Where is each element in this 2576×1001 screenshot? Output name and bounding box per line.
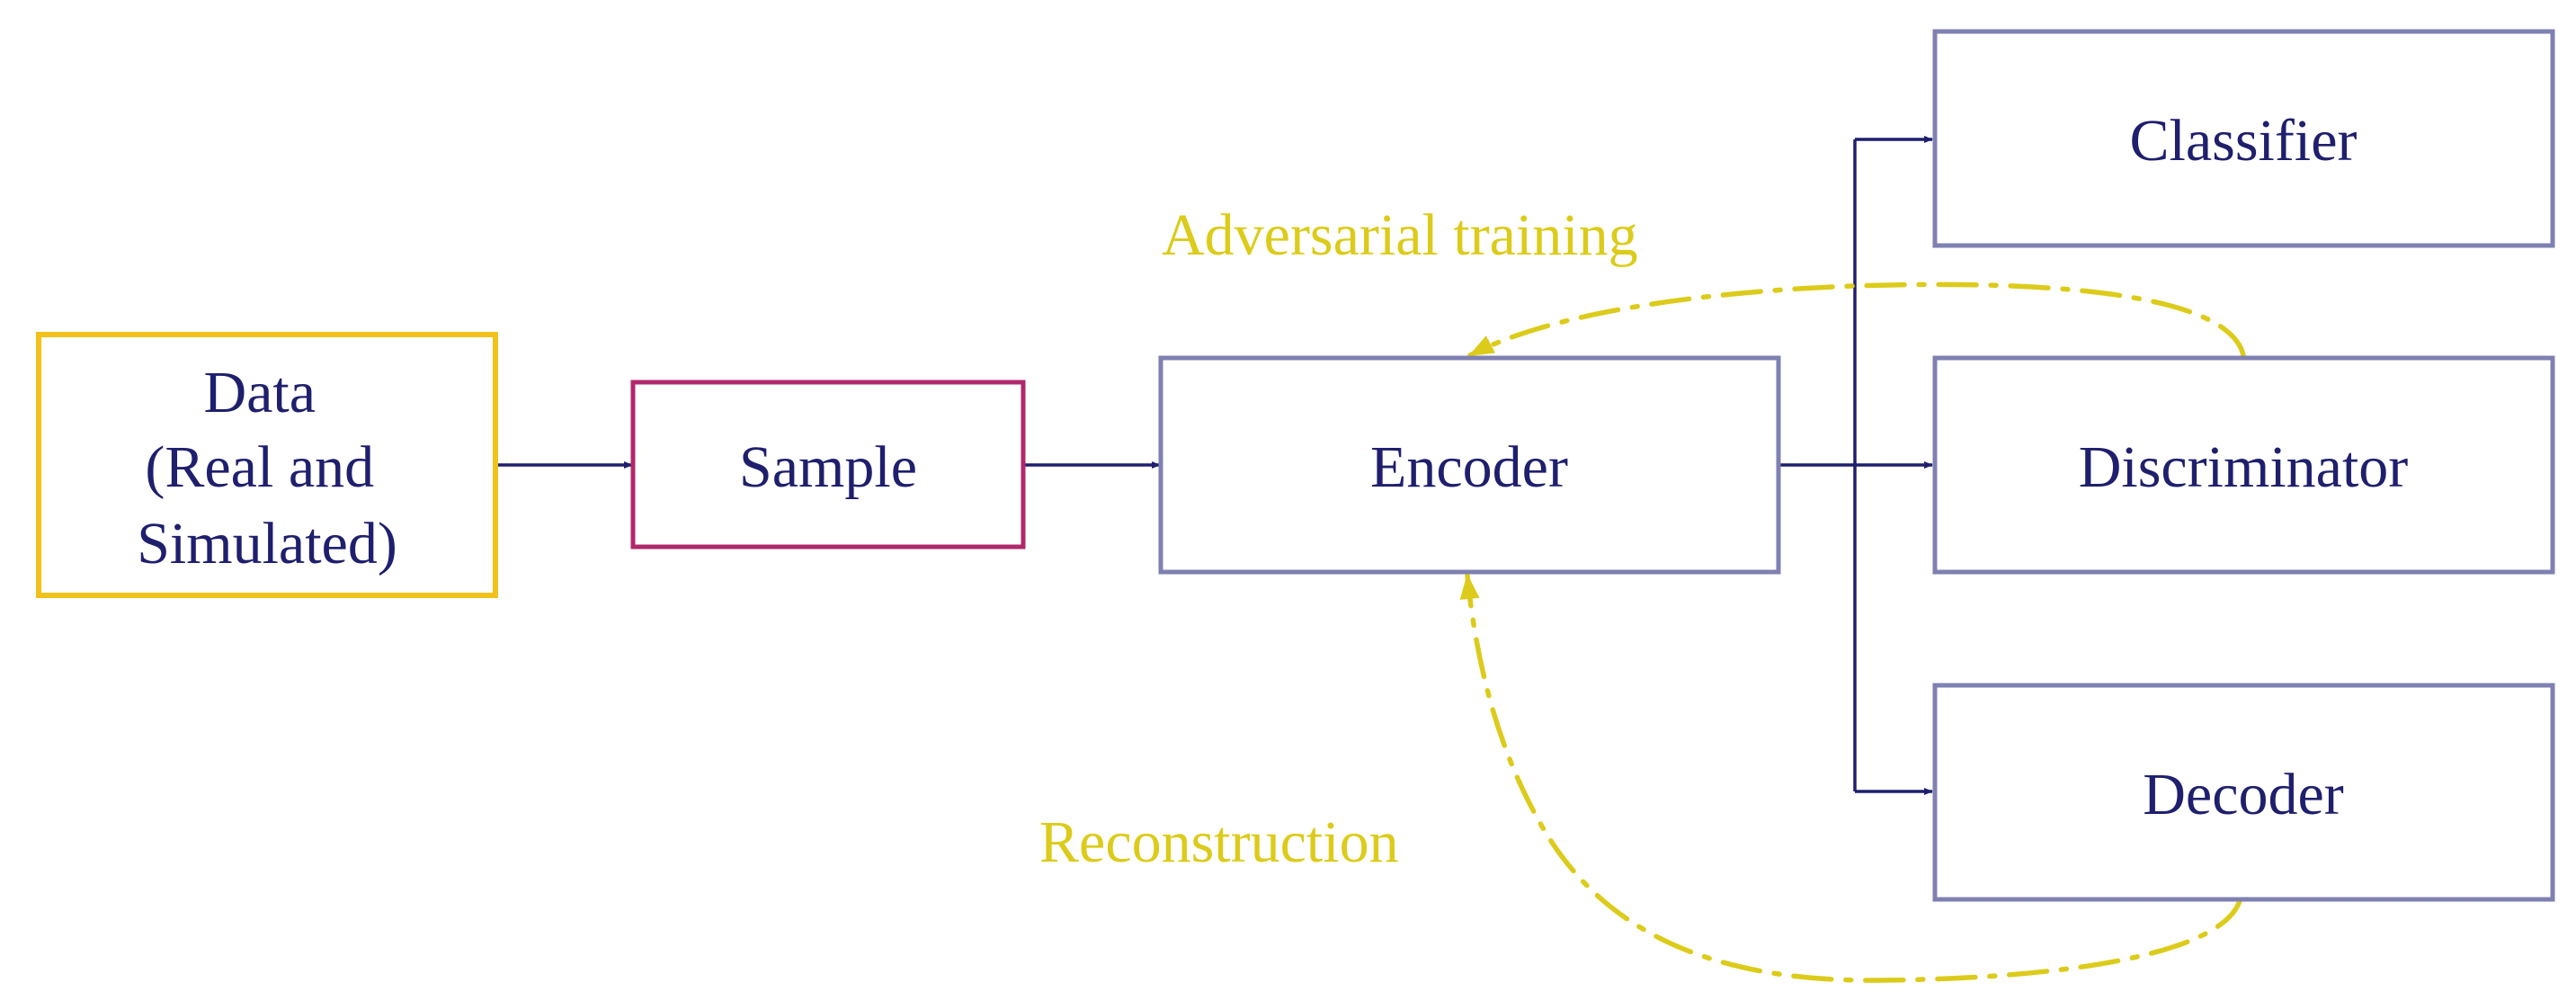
encoder-node: Encoder: [1158, 355, 1781, 575]
nodes: Data (Real and Simulated) Sample Encoder…: [36, 29, 2555, 902]
edges: [497, 136, 1933, 795]
data-label-line-2: (Real and: [145, 434, 374, 500]
data-label: Data (Real and Simulated): [137, 360, 397, 576]
sample-node: Sample: [630, 380, 1026, 550]
reconstruction-label: Reconstruction: [1039, 809, 1399, 875]
reconstruction-arrow: [1459, 573, 2243, 983]
classifier-label: Classifier: [2130, 108, 2358, 174]
data-label-line-1: Data: [203, 360, 316, 425]
adversarial-training-label: Adversarial training: [1162, 202, 1638, 268]
sample-label: Sample: [739, 434, 917, 500]
discriminator-node: Discriminator: [1932, 355, 2555, 575]
decoder-node: Decoder: [1932, 683, 2555, 902]
sample-box: [630, 380, 1026, 550]
classifier-node: Classifier: [1932, 29, 2555, 248]
feedback-loops: [1459, 282, 2246, 983]
discriminator-label: Discriminator: [2079, 434, 2409, 500]
annotations: Adversarial training Reconstruction: [1039, 202, 1638, 875]
discriminator-box: [1932, 355, 2555, 575]
encoder-box: [1158, 355, 1781, 575]
decoder-label: Decoder: [2143, 762, 2344, 827]
decoder-box: [1932, 683, 2555, 902]
adversarial-training-arrow: [1467, 282, 2246, 358]
classifier-box: [1932, 29, 2555, 248]
data-node: Data (Real and Simulated): [36, 332, 498, 598]
encoder-label: Encoder: [1370, 434, 1568, 500]
data-box: [36, 332, 498, 598]
data-label-line-3: Simulated): [137, 511, 397, 576]
